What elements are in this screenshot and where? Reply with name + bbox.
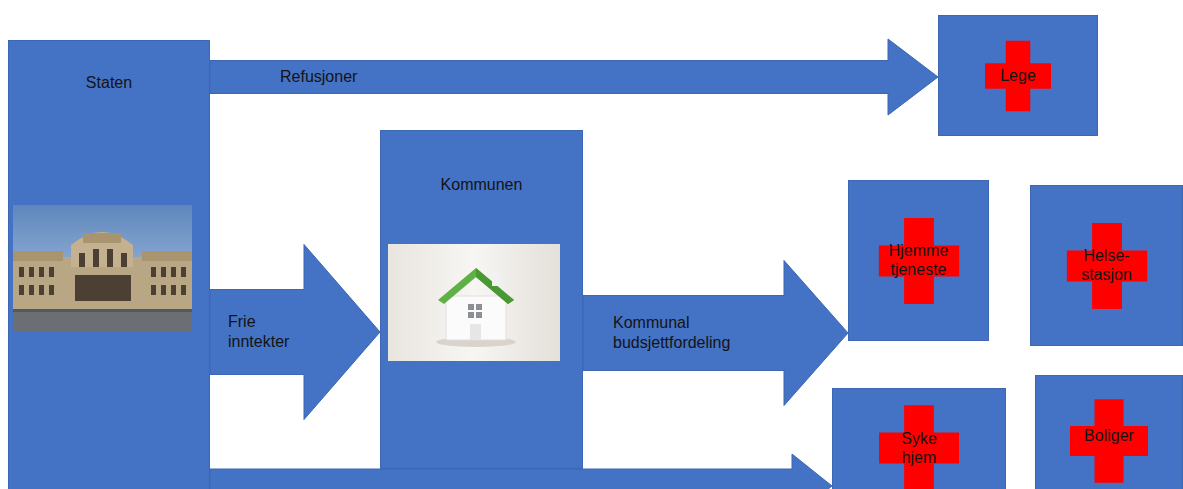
- service-box: Helse- stasjon: [1030, 185, 1183, 346]
- block-arrow: [210, 245, 380, 420]
- state-panel: Staten: [8, 40, 210, 489]
- service-box: Syke hjem: [832, 388, 1006, 489]
- arrow-label: Kommunal budsjettfordeling: [613, 313, 730, 353]
- text-holder: Hjemme tjeneste: [849, 241, 988, 279]
- service-label: Lege: [1000, 66, 1036, 85]
- parliament-photo: [13, 205, 192, 332]
- service-box: Hjemme tjeneste: [848, 180, 989, 341]
- text-holder: Kommunen: [381, 175, 582, 194]
- block-arrow: [583, 261, 848, 406]
- panel-title: Staten: [9, 73, 209, 92]
- municipality-panel: Kommunen: [380, 130, 583, 469]
- service-label: Helse- stasjon: [1081, 246, 1132, 284]
- text-holder: Boliger: [1036, 426, 1182, 445]
- red-cross: [876, 218, 962, 304]
- text-holder: Helse- stasjon: [1031, 246, 1182, 284]
- service-label: Syke hjem: [901, 429, 937, 467]
- arrow-label: Refusjoner: [280, 67, 357, 87]
- text-holder: Lege: [939, 66, 1097, 85]
- service-box: Lege: [938, 15, 1098, 136]
- service-label: Hjemme tjeneste: [889, 241, 949, 279]
- block-arrow: [210, 39, 938, 115]
- arrow-label: Frie inntekter: [228, 312, 289, 352]
- text-holder: Staten: [9, 73, 209, 92]
- red-cross: [1064, 223, 1150, 309]
- service-label: Boliger: [1084, 426, 1134, 445]
- service-box: Boliger: [1035, 375, 1183, 489]
- text-holder: Syke hjem: [833, 429, 1005, 467]
- panel-title: Kommunen: [381, 175, 582, 194]
- house-photo: [388, 244, 560, 361]
